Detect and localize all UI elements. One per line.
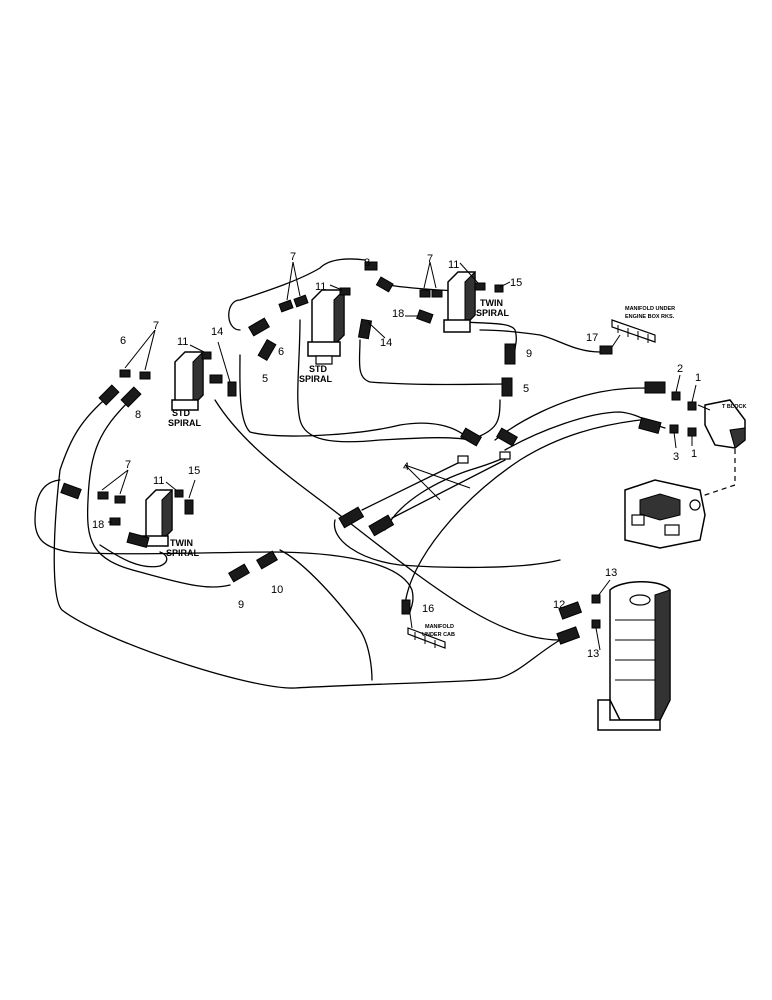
callout-2: 2 <box>677 363 683 375</box>
callout-4: 4 <box>403 461 409 473</box>
twin-spiral-top-label-2: SPIRAL <box>476 308 510 318</box>
callout-11: 11 <box>177 336 188 348</box>
std-spiral-top-label-2: SPIRAL <box>299 374 333 384</box>
callout-9: 9 <box>238 599 244 611</box>
std-spiral-left-label-2: SPIRAL <box>168 418 202 428</box>
twin-spiral-top-valve <box>443 270 476 333</box>
manifold-cab <box>407 627 446 649</box>
t-block <box>704 399 746 449</box>
callout-11: 11 <box>315 281 326 293</box>
callout-8: 8 <box>364 257 370 269</box>
manifold-engine-box-label: MANIFOLD UNDER <box>625 306 675 312</box>
manifold-engine-box <box>611 319 656 343</box>
manifold-engine-box-label-2: ENGINE BOX RKS. <box>625 314 675 320</box>
callout-8: 8 <box>135 409 141 421</box>
callout-6: 6 <box>278 346 284 358</box>
callout-7: 7 <box>153 320 159 332</box>
std-spiral-left-label: STD <box>172 408 191 418</box>
twin-spiral-left-valve <box>142 488 173 547</box>
twin-spiral-left-label: TWIN <box>170 538 193 548</box>
twin-spiral-left-label-2: SPIRAL <box>166 548 200 558</box>
pump-assembly <box>624 479 706 549</box>
callout-5: 5 <box>523 383 529 395</box>
callout-7: 7 <box>290 251 296 263</box>
callout-15: 15 <box>188 465 200 477</box>
callout-7: 7 <box>125 459 131 471</box>
callout-11: 11 <box>448 259 459 271</box>
fittings <box>60 261 697 645</box>
callout-15: 15 <box>510 277 522 289</box>
twin-spiral-top-label: TWIN <box>480 298 503 308</box>
std-spiral-top-label: STD <box>309 364 328 374</box>
manifold-cab-label-2: UNDER CAB <box>422 632 455 638</box>
callout-1: 1 <box>695 372 701 384</box>
component-labels: STD SPIRAL STD SPIRAL TWIN SPIRAL TWIN S… <box>166 298 746 638</box>
callout-6: 6 <box>120 335 126 347</box>
callout-3: 3 <box>673 451 679 463</box>
callout-16: 16 <box>422 603 434 615</box>
callout-11: 11 <box>153 475 164 487</box>
t-block-label: T BLOCK <box>722 404 746 410</box>
callout-9: 9 <box>526 348 532 360</box>
callout-1: 1 <box>691 448 697 460</box>
callout-17: 17 <box>586 332 598 344</box>
callout-14: 14 <box>380 337 392 349</box>
leader-lines <box>101 261 711 651</box>
swivel-joint <box>597 581 671 731</box>
callout-13: 13 <box>587 648 599 660</box>
callout-18: 18 <box>92 519 104 531</box>
callout-10: 10 <box>271 584 283 596</box>
callout-12: 12 <box>553 599 565 611</box>
callout-13: 13 <box>605 567 617 579</box>
manifold-cab-label: MANIFOLD <box>425 624 454 630</box>
callout-14: 14 <box>211 326 223 338</box>
std-spiral-left-valve <box>171 350 204 411</box>
callout-5: 5 <box>262 373 268 385</box>
callout-18: 18 <box>392 308 404 320</box>
callout-7: 7 <box>427 253 433 265</box>
callout-numbers: 1 1 2 3 4 5 5 6 6 7 7 7 7 8 8 9 9 10 11 … <box>92 251 701 660</box>
std-spiral-top-valve <box>307 288 345 365</box>
